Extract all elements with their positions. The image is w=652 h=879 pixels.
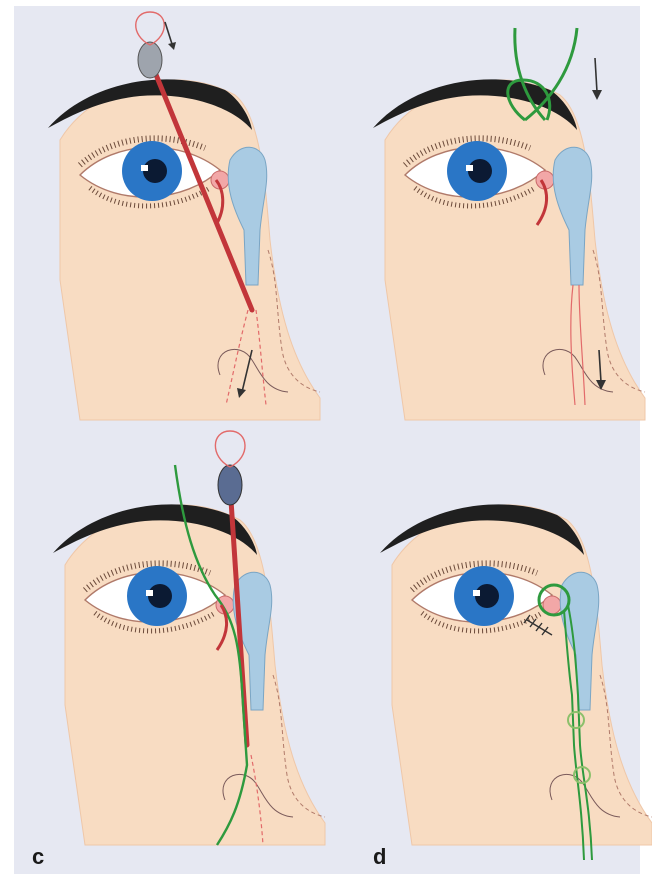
- panel-label-c: c: [32, 844, 44, 869]
- probe-handle: [138, 42, 162, 78]
- probe-handle: [218, 465, 242, 505]
- panel-label-d: d: [373, 844, 386, 869]
